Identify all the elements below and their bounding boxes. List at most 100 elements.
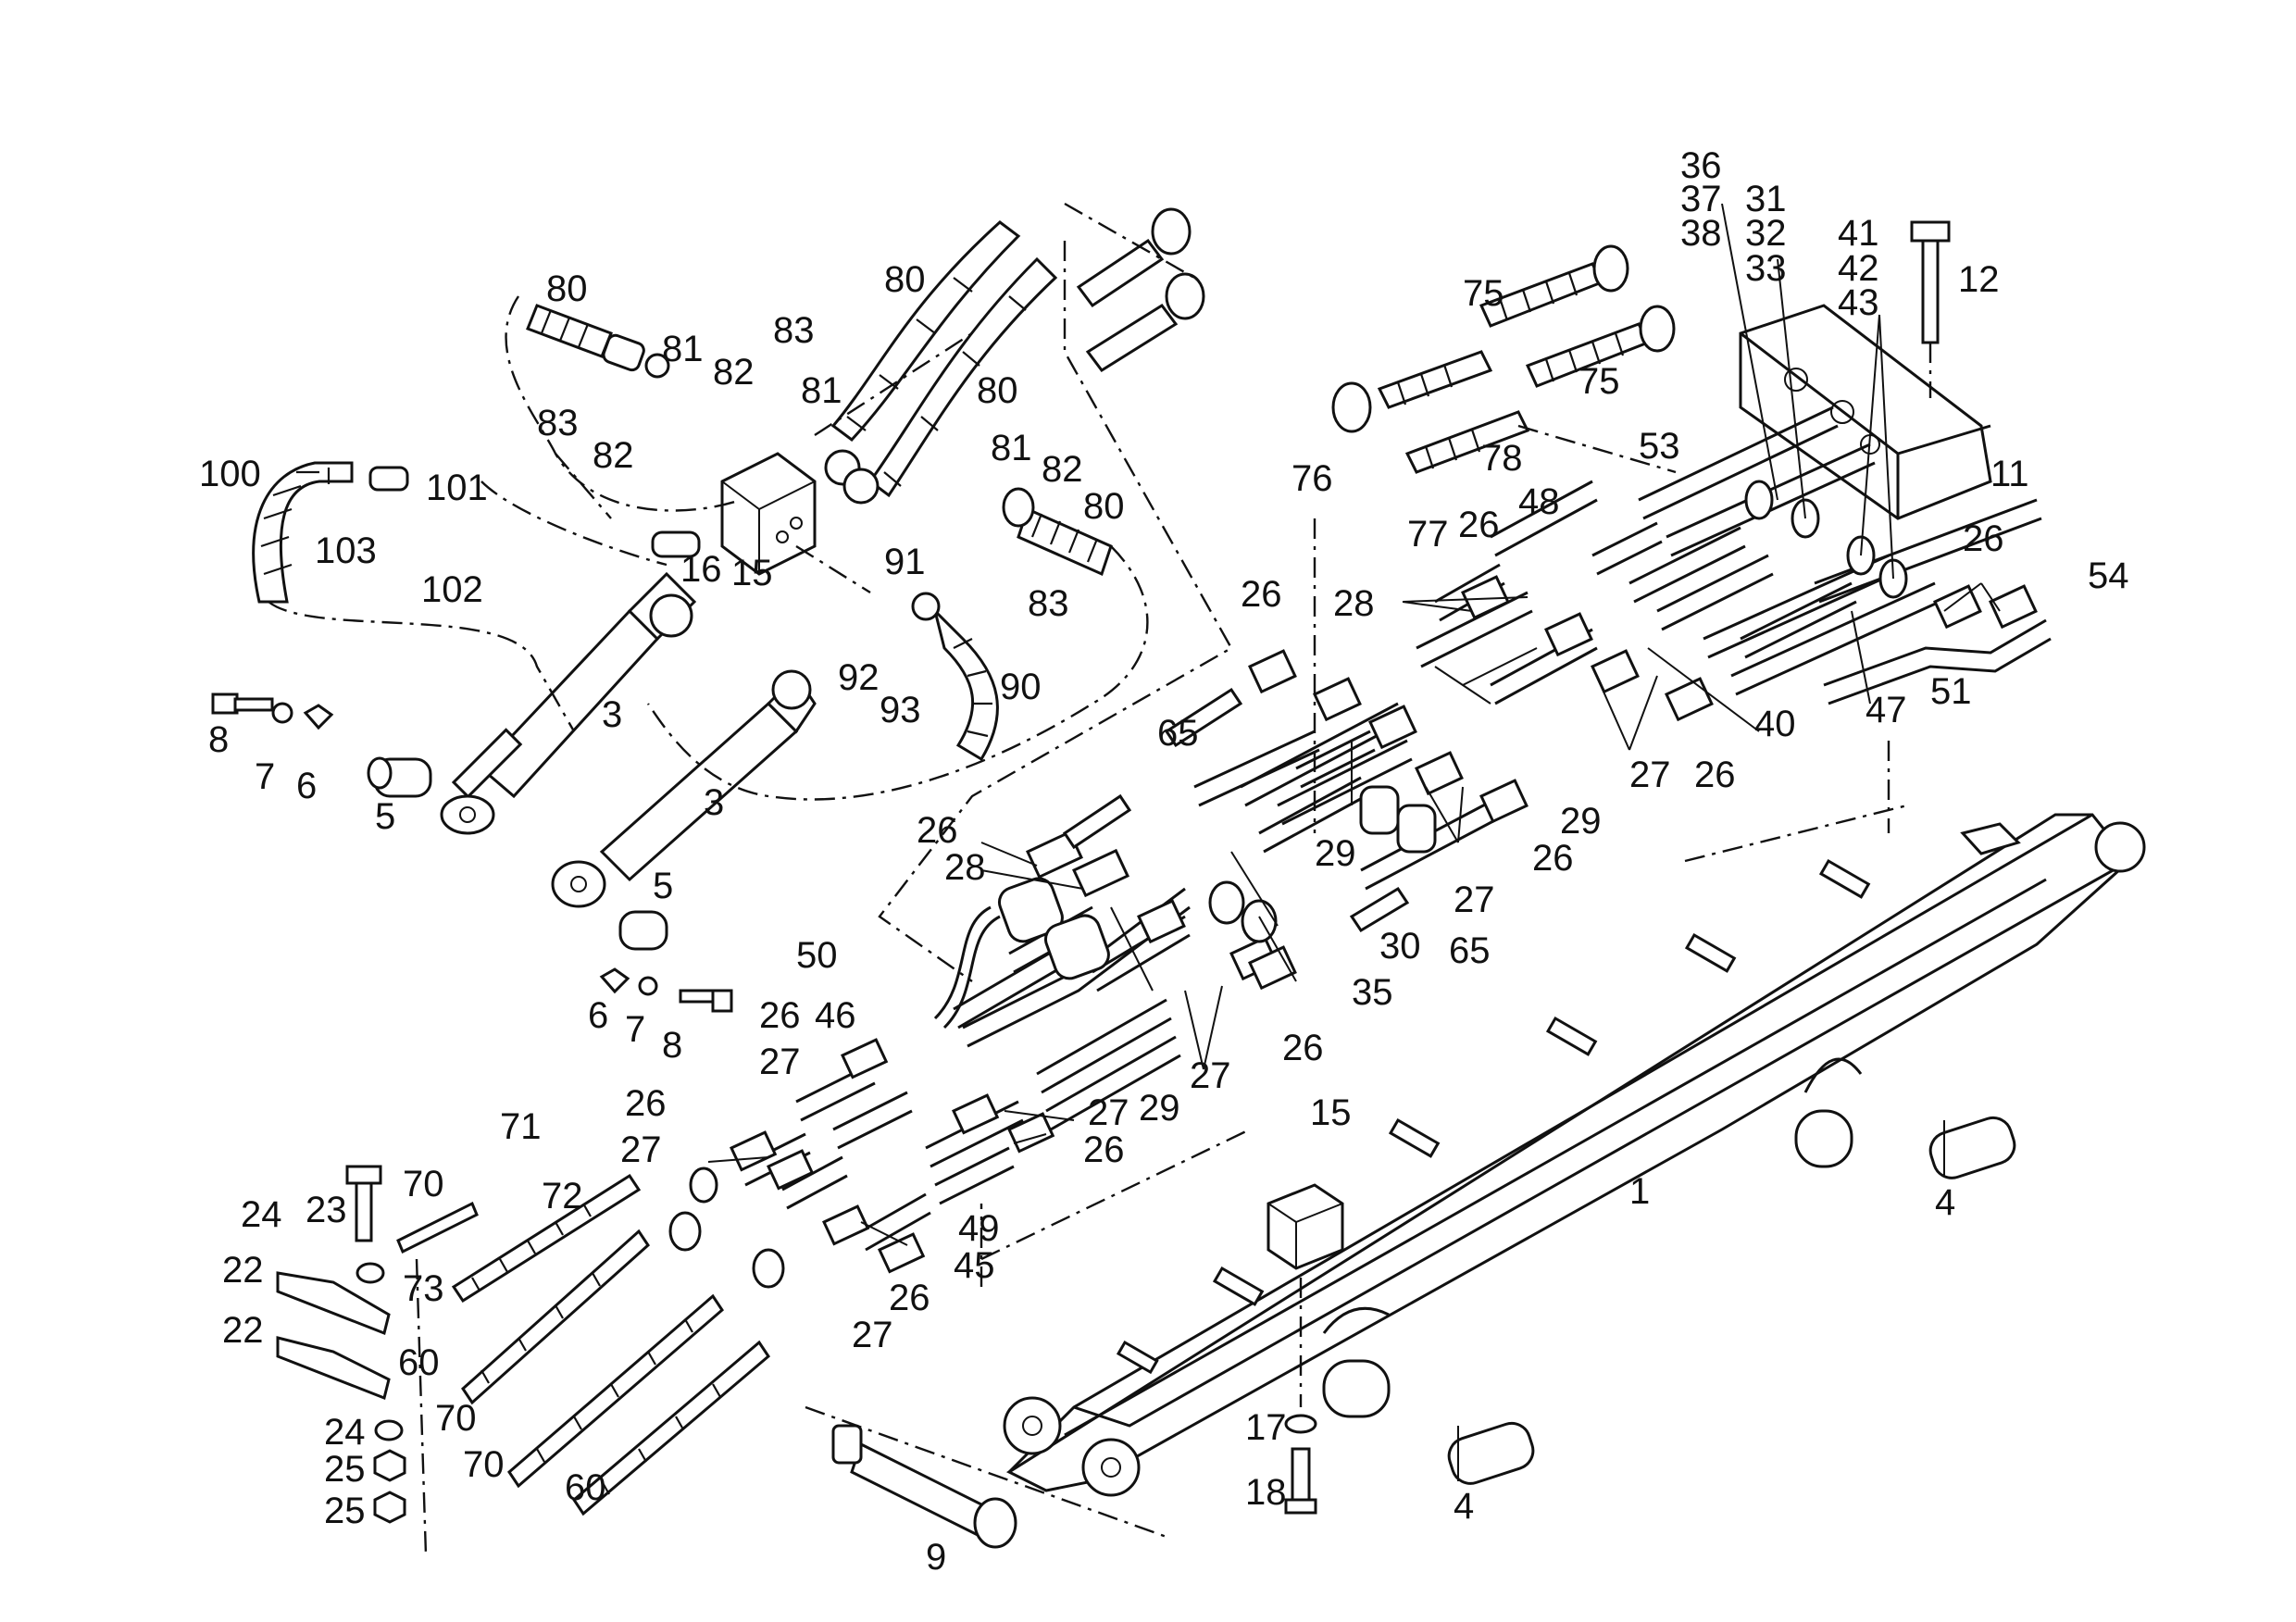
- callout-24: 24: [241, 1194, 282, 1235]
- callout-102: 102: [421, 569, 483, 610]
- callout-7: 7: [255, 756, 275, 797]
- valve-block-upper: [651, 452, 817, 576]
- callout-18: 18: [1245, 1472, 1287, 1513]
- callout-5: 5: [653, 866, 673, 906]
- callout-15: 15: [1310, 1092, 1352, 1133]
- callout-75: 75: [1463, 273, 1504, 314]
- hose-80-left: [526, 304, 670, 379]
- callout-16: 16: [680, 549, 722, 590]
- callout-81: 81: [991, 428, 1032, 468]
- callout-17: 17: [1245, 1407, 1287, 1448]
- pin-5-lower: [618, 910, 668, 951]
- callout-70: 70: [435, 1398, 477, 1439]
- callout-53: 53: [1639, 426, 1680, 467]
- cylinder-left: [440, 571, 697, 835]
- callout-60: 60: [398, 1342, 440, 1383]
- callout-82: 82: [593, 435, 634, 476]
- callout-37: 37: [1680, 179, 1722, 219]
- callout-27: 27: [1088, 1092, 1129, 1133]
- callout-65: 65: [1157, 713, 1199, 754]
- callout-4: 4: [1935, 1182, 1955, 1223]
- callout-5: 5: [375, 796, 395, 837]
- callout-15: 15: [731, 553, 773, 593]
- callout-9: 9: [926, 1537, 946, 1578]
- callout-12: 12: [1958, 259, 2000, 300]
- callout-1: 1: [1629, 1171, 1650, 1212]
- callout-26: 26: [625, 1083, 667, 1124]
- callout-65: 65: [1449, 930, 1491, 971]
- callout-78: 78: [1481, 438, 1523, 479]
- callout-31: 31: [1745, 179, 1787, 219]
- callout-81: 81: [662, 329, 704, 369]
- callout-26: 26: [759, 995, 801, 1036]
- callout-30: 30: [1379, 926, 1421, 967]
- callout-26: 26: [1241, 574, 1282, 615]
- callout-75: 75: [1578, 361, 1620, 402]
- bolt-8-upper: [211, 692, 334, 730]
- callout-28: 28: [944, 847, 986, 888]
- callout-101: 101: [426, 468, 488, 508]
- callout-7: 7: [625, 1009, 645, 1050]
- leader-lines: [707, 203, 2001, 1246]
- callout-80: 80: [884, 259, 926, 300]
- callout-82: 82: [713, 352, 755, 393]
- callout-28: 28: [1333, 583, 1375, 624]
- callout-29: 29: [1560, 801, 1602, 842]
- callout-80: 80: [1083, 486, 1125, 527]
- callouts: 1 3 3 4 4 5 5 6 6 7 7 8 8 9 11 12 15 15 …: [199, 145, 2129, 1578]
- callout-81: 81: [801, 370, 842, 411]
- callout-45: 45: [954, 1245, 995, 1286]
- clamp-blocks: [730, 575, 2038, 1274]
- callout-70: 70: [403, 1164, 444, 1204]
- callout-38: 38: [1680, 213, 1722, 254]
- callout-26: 26: [1694, 755, 1736, 795]
- callout-43: 43: [1838, 282, 1879, 323]
- callout-29: 29: [1139, 1088, 1180, 1129]
- callout-8: 8: [662, 1025, 682, 1066]
- callout-36: 36: [1680, 145, 1722, 186]
- callout-48: 48: [1518, 481, 1560, 522]
- callout-26: 26: [889, 1278, 930, 1318]
- pin-5-upper: [367, 756, 432, 798]
- callout-26: 26: [1282, 1028, 1324, 1068]
- callout-35: 35: [1352, 972, 1393, 1013]
- callout-26: 26: [917, 810, 958, 851]
- callout-70: 70: [463, 1444, 505, 1485]
- hose-100: [252, 461, 409, 604]
- callout-29: 29: [1315, 833, 1356, 874]
- callout-50: 50: [796, 935, 838, 976]
- callout-27: 27: [620, 1129, 662, 1170]
- callout-71: 71: [500, 1106, 542, 1147]
- callout-22: 22: [222, 1310, 264, 1351]
- pin-upper: [1794, 1109, 2016, 1179]
- cylinder-right: [551, 669, 817, 908]
- callout-26: 26: [1963, 518, 2004, 559]
- pin-lower: [1322, 1359, 1535, 1485]
- callout-91: 91: [884, 542, 926, 582]
- callout-40: 40: [1754, 704, 1796, 744]
- boom-arm: [1003, 813, 2146, 1497]
- callout-26: 26: [1532, 838, 1574, 879]
- callout-3: 3: [602, 694, 622, 735]
- callout-22: 22: [222, 1250, 264, 1291]
- callout-27: 27: [852, 1315, 893, 1355]
- callout-6: 6: [588, 995, 608, 1036]
- callout-72: 72: [542, 1176, 583, 1216]
- hose-80-center: [824, 220, 1058, 505]
- callout-25: 25: [324, 1449, 366, 1490]
- callout-80: 80: [977, 370, 1018, 411]
- pipe-bundle-mid: [933, 730, 1376, 1131]
- valve-block-lower: [1267, 1183, 1344, 1515]
- callout-90: 90: [1000, 667, 1042, 707]
- callout-92: 92: [838, 657, 880, 698]
- callout-6: 6: [296, 766, 317, 806]
- callout-83: 83: [773, 310, 815, 351]
- callout-23: 23: [306, 1190, 347, 1230]
- callout-51: 51: [1930, 671, 1972, 712]
- callout-73: 73: [403, 1268, 444, 1309]
- assembly-lines: [268, 202, 1908, 1556]
- pipe-bundle-upper: [1240, 406, 2052, 891]
- flanges: [668, 480, 1908, 1289]
- hose-90: [911, 592, 999, 762]
